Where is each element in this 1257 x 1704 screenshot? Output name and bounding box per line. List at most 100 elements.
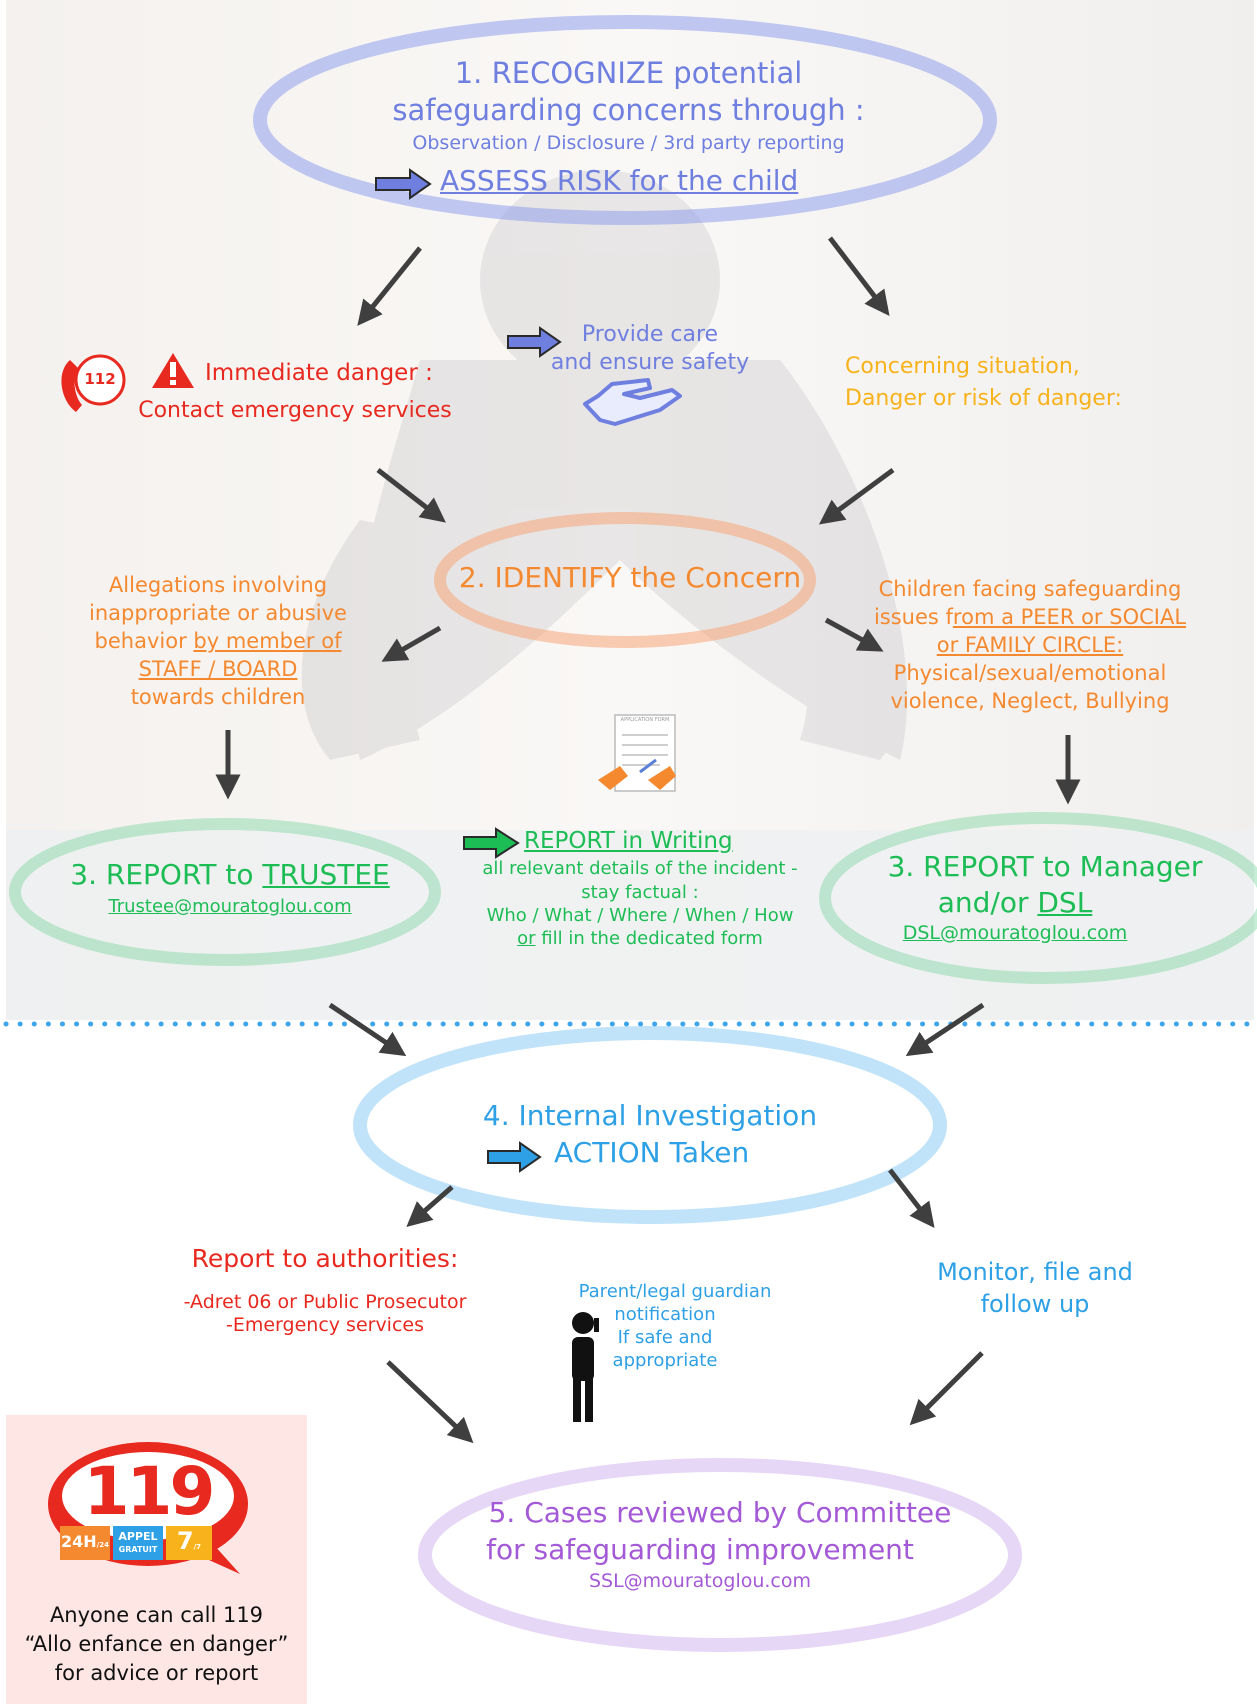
report-writing-line4-a: or: [517, 928, 536, 949]
children-line2: issues from a PEER or SOCIAL: [840, 605, 1220, 630]
trustee-email-link[interactable]: Trustee@mouratoglou.com: [108, 896, 352, 917]
hotline-badge-appel: APPEL: [118, 1530, 158, 1543]
hotline-119-logo: [48, 1442, 248, 1574]
assess-risk-text: ASSESS RISK for the child: [440, 164, 799, 197]
hotline-badge-7: 7/7: [166, 1527, 212, 1556]
arrow-step1-right: [828, 236, 890, 316]
step1-subtitle: Observation / Disclosure / 3rd party rep…: [412, 132, 845, 154]
report-writing-line4: or fill in the dedicated form: [440, 928, 840, 950]
step4-ellipse: [353, 1026, 947, 1224]
provide-care-line2: and ensure safety: [550, 350, 750, 375]
step1-title-line2: safeguarding concerns through :: [392, 93, 865, 127]
report-trustee-title-b: TRUSTEE: [262, 858, 390, 891]
report-writing-title: REPORT in Writing: [524, 828, 733, 854]
ssl-email-link[interactable]: SSL@mouratoglou.com: [588, 1570, 812, 1592]
children-line4: Physical/sexual/emotional: [893, 661, 1167, 685]
allegations-line1: Allegations involving: [108, 573, 328, 597]
arrow-monitor-to-step5: [909, 1351, 984, 1426]
report-manager-title-line2: and/or DSL: [805, 886, 1225, 920]
allegations-line4: STAFF / BOARD: [138, 657, 298, 681]
blue-arrow-icon-care: [507, 326, 562, 358]
hotline-badge-24: 24H/24: [60, 1532, 110, 1551]
concerning-line1: Concerning situation,: [845, 354, 1080, 379]
arrow-step4-left: [406, 1185, 454, 1227]
report-manager-title-line1: 3. REPORT to Manager: [887, 850, 1203, 883]
step2-title: 2. IDENTIFY the Concern: [458, 561, 802, 594]
allegations-line5: towards children: [130, 685, 306, 709]
arrow-concerning-to-step2: [818, 467, 895, 525]
hotline-line2: “Allo enfance en danger”: [24, 1632, 289, 1656]
arrow-step2-right: [824, 617, 884, 652]
authorities-title: Report to authorities:: [191, 1244, 459, 1273]
parent-line2: notification: [614, 1304, 716, 1325]
arrow-step4-right: [888, 1168, 935, 1228]
allegations-line3-b: by member of: [193, 629, 342, 653]
phone-112-icon: [61, 354, 126, 412]
children-line5: violence, Neglect, Bullying: [890, 689, 1170, 713]
immediate-danger-title: Immediate danger :: [205, 360, 433, 386]
phone-112-badge: 112: [84, 370, 116, 388]
children-line2-a: issues f: [873, 605, 953, 629]
concerning-line2: Danger or risk of danger:: [845, 386, 1122, 411]
step5-title-line2: for safeguarding improvement: [486, 1533, 914, 1566]
arrow-immediate-to-step2: [376, 468, 446, 523]
sky-arrow-icon-action: [487, 1141, 542, 1173]
dsl-email-link[interactable]: DSL@mouratoglou.com: [902, 922, 1128, 944]
hotline-badge-7-sub: /7: [193, 1543, 202, 1551]
provide-care-line1: Provide care: [581, 322, 719, 347]
children-line2-b: rom a PEER or SOCIAL: [952, 605, 1187, 629]
immediate-danger-action: Contact emergency services: [138, 398, 452, 423]
report-trustee-title-a: 3. REPORT to: [70, 858, 263, 891]
step1-ellipse: [253, 15, 997, 225]
hotline-badge-24-main: 24H: [61, 1532, 97, 1551]
step2-ellipse: [434, 512, 816, 648]
arrow-manager-to-step4: [905, 1002, 985, 1057]
parent-line4: appropriate: [612, 1350, 718, 1371]
allegations-line3-a: behavior: [94, 629, 194, 653]
green-arrow-icon-writing: [463, 827, 520, 859]
authorities-line1: -Adret 06 or Public Prosecutor: [183, 1291, 467, 1313]
backdrop-floor: [6, 830, 1254, 1020]
step4-title-line2: ACTION Taken: [554, 1136, 750, 1169]
step5-title-line1: 5. Cases reviewed by Committee: [488, 1496, 952, 1529]
report-trustee-title: 3. REPORT to TRUSTEE: [30, 858, 430, 892]
monitor-line1: Monitor, file and: [937, 1258, 1133, 1286]
sitting-figure-silhouette: [301, 170, 908, 760]
hotline-badge-24-sub: /24: [96, 1541, 109, 1549]
hotline-line1: Anyone can call 119: [49, 1603, 264, 1627]
allegations-line3: behavior by member of: [68, 629, 368, 654]
parent-line1: Parent/legal guardian: [578, 1281, 772, 1302]
allegations-line2: inappropriate or abusive: [89, 601, 347, 625]
report-writing-line4-b: fill in the dedicated form: [535, 928, 763, 949]
report-writing-line3: Who / What / Where / When / How: [486, 905, 794, 926]
arrow-trustee-to-step4: [328, 1002, 407, 1057]
caring-hand-icon: [583, 378, 682, 426]
manager-ellipse: [819, 812, 1257, 984]
application-form-label: APPLICATION FORM: [620, 717, 670, 723]
person-phone-icon: [572, 1312, 599, 1422]
hotline-line3: for advice or report: [54, 1661, 259, 1685]
report-manager-title-line2-b: DSL: [1037, 886, 1093, 919]
hotline-badge-gratuit: GRATUIT: [118, 1545, 158, 1554]
step5-ellipse: [418, 1458, 1022, 1652]
warning-triangle-icon: [152, 353, 194, 388]
children-line1: Children facing safeguarding: [878, 577, 1182, 601]
authorities-line2: -Emergency services: [225, 1314, 424, 1336]
arrow-step1-left: [357, 246, 422, 326]
step1-title-line1: 1. RECOGNIZE potential: [454, 56, 803, 90]
arrow-step2-left: [381, 625, 442, 662]
children-line3: or FAMILY CIRCLE:: [936, 633, 1124, 657]
blue-arrow-icon-assess: [375, 168, 432, 200]
hotline-badge-7-main: 7: [176, 1527, 194, 1555]
trustee-ellipse: [9, 818, 441, 966]
arrow-authorities-to-step5: [386, 1360, 474, 1444]
report-writing-line1: all relevant details of the incident -: [482, 858, 798, 879]
report-manager-title-line2-a: and/or: [937, 886, 1038, 919]
hotline-number: 119: [83, 1453, 216, 1530]
monitor-line2: follow up: [980, 1290, 1090, 1318]
report-writing-line2: stay factual :: [581, 882, 699, 903]
application-form-icon: [598, 714, 676, 792]
step4-title-line1: 4. Internal Investigation: [482, 1099, 818, 1132]
parent-line3: If safe and: [617, 1327, 713, 1348]
